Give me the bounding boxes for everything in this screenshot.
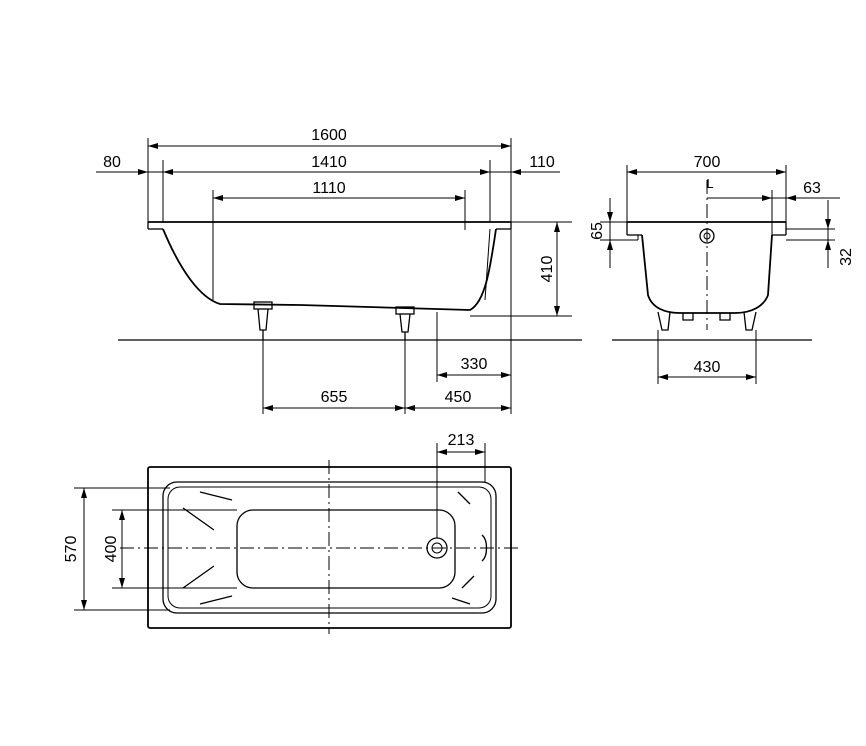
dim-label-110: 110: [529, 154, 555, 171]
dim-label-700: 700: [694, 154, 721, 171]
dim-label-65: 65: [589, 222, 606, 240]
dim-label-63: 63: [803, 180, 821, 197]
dim-label-1600: 1600: [311, 127, 347, 144]
top-view: 213 570 400: [63, 432, 518, 634]
dim-label-1110: 1110: [312, 180, 345, 197]
dim-rim-height: 65: [589, 198, 638, 268]
tub-foot-left: [253, 301, 273, 340]
dim-drain-from-end: 213: [436, 432, 486, 538]
dim-label-80: 80: [103, 154, 121, 171]
dim-label-655: 655: [321, 389, 348, 406]
top-bottom-flat: [236, 509, 456, 589]
anti-slip-ribs: [182, 491, 475, 605]
dim-foot-spacing: 655 450: [263, 389, 511, 411]
tub-foot-right: [395, 306, 415, 340]
dim-end-width: 700: [627, 154, 786, 175]
dim-bottom-width: 400: [103, 509, 237, 589]
drain-label: L: [706, 176, 713, 191]
end-view: 700 63 L: [589, 154, 855, 384]
side-view: 1600 80 1410 110 1110: [96, 127, 582, 414]
dim-label-400: 400: [103, 536, 120, 563]
dim-label-32: 32: [838, 248, 855, 266]
end-feet: [657, 311, 757, 331]
dim-drain-offset: 63: [707, 180, 840, 201]
dim-label-570: 570: [63, 536, 80, 563]
dim-length-total: 1600: [148, 127, 511, 149]
tub-side-body: [147, 221, 512, 311]
dim-overflow-height: 32: [786, 200, 855, 268]
dim-label-410: 410: [539, 256, 556, 283]
dim-inner-length: 80 1410 110: [96, 154, 560, 175]
dim-bottom-length: 1110: [213, 180, 465, 201]
dim-label-430: 430: [694, 359, 721, 376]
dim-foot-width: 430: [657, 330, 757, 384]
dim-outer-width: 570: [63, 487, 170, 611]
dim-foot-to-drain: 330: [437, 356, 511, 378]
dim-height: 410: [470, 221, 572, 317]
dim-label-450: 450: [445, 389, 472, 406]
dim-label-213: 213: [448, 432, 475, 449]
dim-label-1410: 1410: [311, 154, 347, 171]
dim-label-330: 330: [461, 356, 488, 373]
